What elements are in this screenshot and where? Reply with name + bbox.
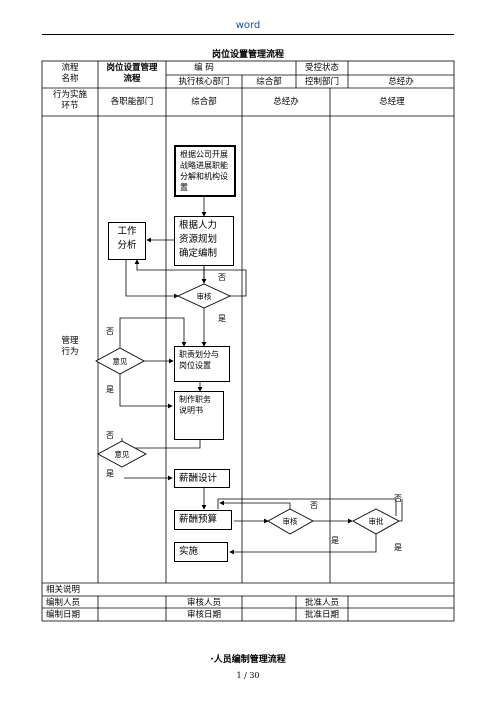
control-dept-label: 控制部门 bbox=[304, 77, 339, 87]
flow-work-analysis-box: 工作 分析 bbox=[108, 222, 146, 260]
lane-header-functional-depts: 各职能部门 bbox=[110, 97, 154, 107]
related-notes-label: 相关说明 bbox=[46, 585, 81, 595]
label-yes-2: 是 bbox=[106, 385, 114, 394]
review-diamond-1 bbox=[176, 283, 232, 309]
document-title: 岗位设置管理流程 bbox=[211, 50, 284, 60]
label-yes-5: 是 bbox=[394, 543, 402, 552]
opinion-1-text: 意见 bbox=[112, 357, 128, 366]
management-action-label: 管理 行为 bbox=[61, 336, 79, 357]
label-no-5: 否 bbox=[394, 494, 402, 503]
flow-start-box: 根据公司开展战略进展职能分解和机构设置 bbox=[174, 145, 236, 197]
compile-date-label: 编制日期 bbox=[46, 610, 81, 620]
lane-header-gm: 总经理 bbox=[379, 97, 405, 107]
label-no-4: 否 bbox=[310, 501, 318, 510]
approve-diamond bbox=[352, 508, 400, 535]
approve-text: 审批 bbox=[368, 517, 384, 526]
code-label: 编 码 bbox=[194, 63, 214, 73]
opinion-2-text: 意见 bbox=[114, 450, 130, 459]
flow-implement-box: 实施 bbox=[174, 542, 228, 562]
control-dept-value: 总经办 bbox=[388, 77, 414, 87]
controlled-status-label: 受控状态 bbox=[304, 63, 339, 73]
label-yes-1: 是 bbox=[218, 314, 226, 323]
next-section-title: ·人员编制管理流程 bbox=[210, 655, 286, 665]
exec-dept-value: 综合部 bbox=[256, 77, 282, 87]
exec-dept-label: 执行核心部门 bbox=[178, 77, 230, 87]
label-yes-3: 是 bbox=[106, 469, 114, 478]
approver-label: 批准人员 bbox=[304, 598, 339, 608]
label-no-1: 否 bbox=[218, 273, 226, 282]
stage-label: 行为实施 环节 bbox=[52, 90, 87, 111]
page-number: 1 / 30 bbox=[236, 671, 260, 680]
label-no-2: 否 bbox=[106, 327, 114, 336]
label-no-3: 否 bbox=[106, 431, 114, 440]
lane-header-general-dept: 综合部 bbox=[191, 97, 217, 107]
review-1-text: 审核 bbox=[196, 292, 212, 301]
header-word: word bbox=[235, 20, 261, 31]
review-2-text: 审核 bbox=[282, 517, 298, 526]
process-name-value: 岗位设置管理 流程 bbox=[106, 63, 158, 84]
opinion-diamond-1 bbox=[95, 347, 145, 375]
flow-job-description-box: 制作职务 说明书 bbox=[174, 391, 224, 440]
reviewer-label: 审核人员 bbox=[186, 598, 221, 608]
process-name-label: 流程 名称 bbox=[61, 63, 79, 84]
flow-duty-division-box: 职责划分与 岗位设置 bbox=[174, 346, 230, 382]
label-yes-4: 是 bbox=[331, 536, 339, 545]
header-rule bbox=[42, 34, 454, 35]
compiler-label: 编制人员 bbox=[46, 598, 81, 608]
approve-date-label: 批准日期 bbox=[304, 610, 339, 620]
review-diamond-2 bbox=[267, 508, 314, 535]
flow-salary-design-box: 薪酬设计 bbox=[174, 469, 230, 488]
opinion-diamond-2 bbox=[97, 440, 147, 468]
flow-salary-budget-box: 薪酬预算 bbox=[174, 510, 232, 530]
review-date-label: 审核日期 bbox=[186, 610, 221, 620]
flow-hr-plan-box: 根据人力 资源规划 确定编制 bbox=[174, 216, 234, 266]
lane-header-gm-office: 总经办 bbox=[273, 97, 299, 107]
